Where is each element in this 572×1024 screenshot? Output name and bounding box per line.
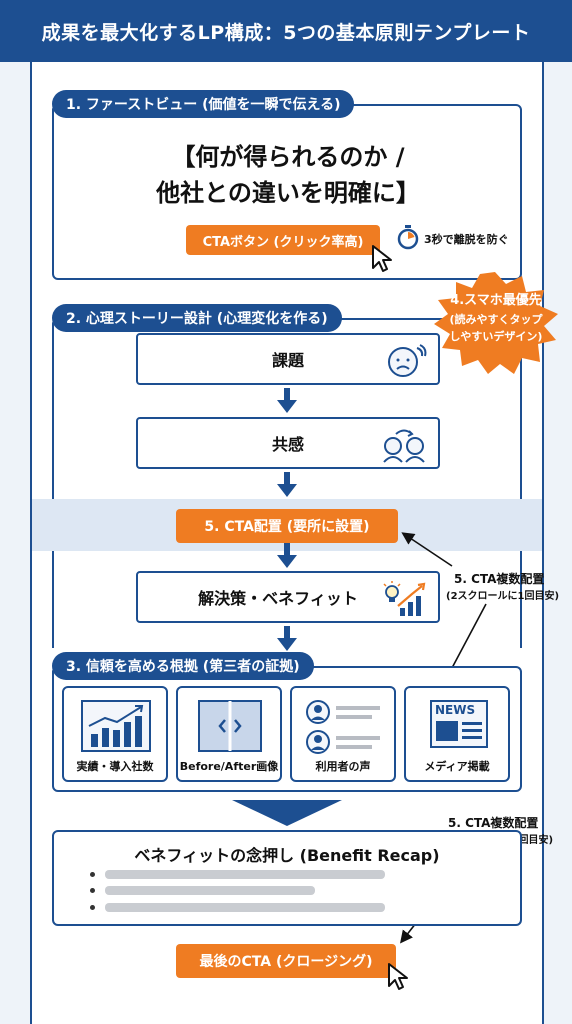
step-problem: 課題 bbox=[136, 333, 440, 385]
evidence-card-testimonials: 利用者の声 bbox=[290, 686, 396, 782]
evidence-card-results: 実績・導入社数 bbox=[62, 686, 168, 782]
cta-note-sub: (2スクロールに1回目安) bbox=[446, 591, 560, 602]
idea-growth-icon bbox=[383, 581, 426, 616]
cta-note-title: 5. CTA複数配置 bbox=[454, 572, 545, 586]
cta-note-2-title: 5. CTA複数配置 bbox=[448, 816, 539, 830]
section-label-story: 2. 心理ストーリー設計 (心理変化を作る) bbox=[52, 304, 342, 332]
arrow-down-icon bbox=[277, 472, 297, 497]
arrow-down-icon bbox=[277, 388, 297, 413]
before-after-icon bbox=[198, 700, 262, 752]
evidence-card-media: NEWS メディア掲載 bbox=[404, 686, 510, 782]
arrow-down-icon bbox=[277, 543, 297, 568]
mobile-badge-line2: しやすいデザイン) bbox=[449, 330, 543, 343]
section-label-first-view: 1. ファーストビュー (価値を一瞬で伝える) bbox=[52, 90, 355, 118]
arrow-down-icon bbox=[277, 626, 297, 651]
starburst-badge bbox=[434, 272, 558, 374]
first-view-headline-line1: 【何が得られるのか / bbox=[171, 143, 405, 171]
news-text: NEWS bbox=[435, 703, 476, 717]
newspaper-icon: NEWS bbox=[430, 700, 488, 748]
recap-bullet bbox=[90, 885, 315, 895]
user-reviews-icon bbox=[306, 700, 380, 754]
story-cta-button[interactable]: 5. CTA配置 (要所に設置) bbox=[176, 509, 398, 543]
step-solution-label: 解決策・ベネフィット bbox=[198, 589, 358, 608]
page-title: 成果を最大化するLP構成：5つの基本原則テンプレート bbox=[0, 0, 572, 62]
section-label-trust: 3. 信頼を高める根拠 (第三者の証拠) bbox=[52, 652, 314, 680]
recap-bullet bbox=[90, 902, 385, 912]
timer-caption: 3秒で離脱を防ぐ bbox=[424, 233, 509, 246]
recap-title: ベネフィットの念押し (Benefit Recap) bbox=[134, 846, 440, 865]
step-problem-label: 課題 bbox=[271, 351, 304, 370]
chevron-down-icon bbox=[232, 800, 342, 826]
step-empathy: 共感 bbox=[136, 417, 440, 469]
step-solution: 解決策・ベネフィット bbox=[136, 571, 440, 623]
card-label-media: メディア掲載 bbox=[424, 760, 490, 773]
card-label-results: 実績・導入社数 bbox=[76, 760, 154, 773]
final-cta-button[interactable]: 最後のCTA (クロージング) bbox=[176, 944, 396, 978]
recap-bullet bbox=[90, 869, 385, 879]
bar-chart-icon bbox=[81, 700, 151, 752]
mobile-badge-line1: (読みやすくタップ bbox=[449, 313, 543, 326]
evidence-card-before-after: Before/After画像 bbox=[176, 686, 282, 782]
cursor-icon bbox=[372, 245, 392, 272]
first-view-headline-line2: 他社との違いを明確に】 bbox=[156, 179, 420, 207]
mobile-badge-title: 4.スマホ最優先 bbox=[450, 293, 542, 308]
cursor-icon bbox=[388, 963, 408, 990]
step-empathy-label: 共感 bbox=[271, 435, 304, 454]
two-people-icon bbox=[383, 429, 425, 463]
card-label-testimonials: 利用者の声 bbox=[315, 760, 371, 773]
stopwatch-icon bbox=[397, 225, 419, 250]
worried-face-icon bbox=[388, 344, 427, 377]
card-label-before-after: Before/After画像 bbox=[179, 760, 279, 773]
first-view-cta-button[interactable]: CTAボタン (クリック率高) bbox=[186, 225, 380, 255]
